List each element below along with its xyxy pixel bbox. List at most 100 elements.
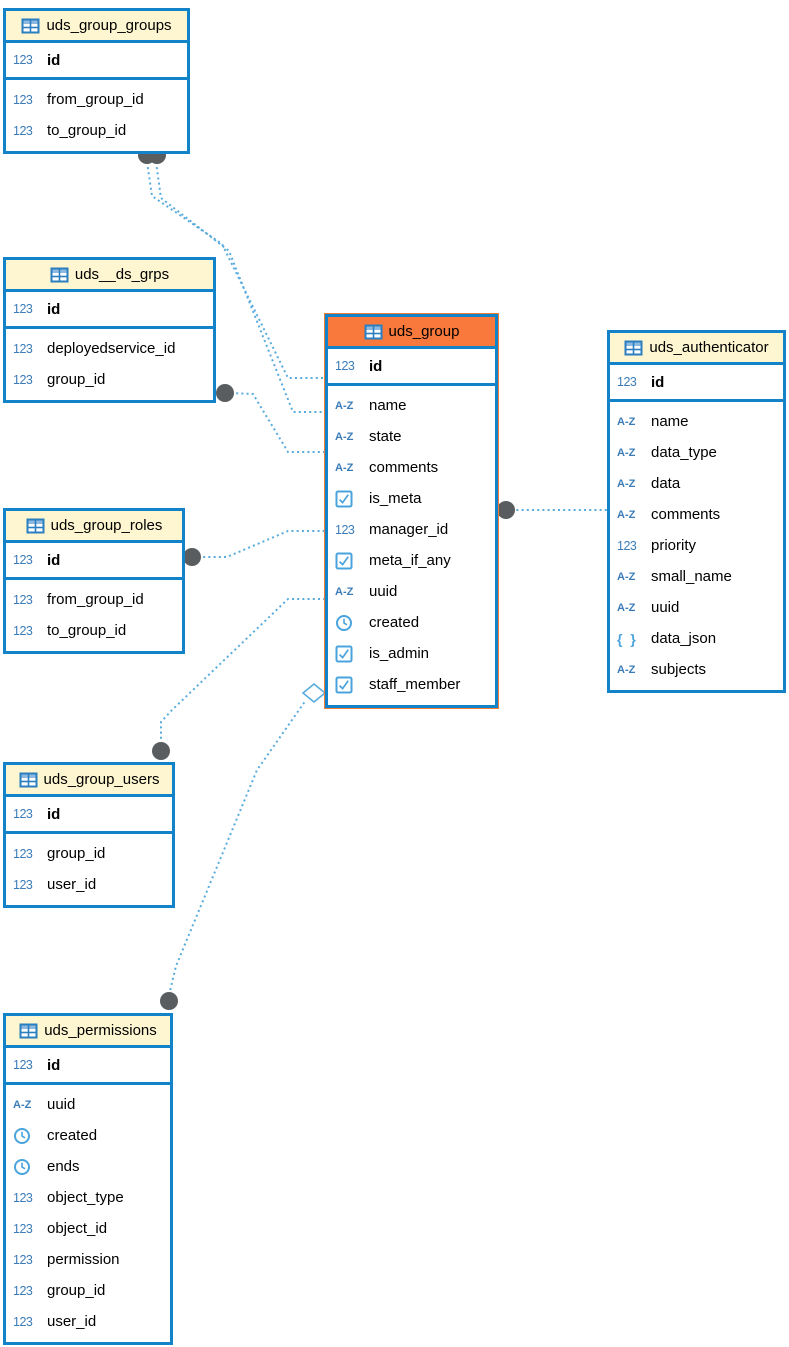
- column-row-id[interactable]: 123 id: [6, 1048, 170, 1082]
- column-name: group_id: [47, 1282, 106, 1299]
- relationship-line[interactable]: [160, 598, 325, 744]
- column-row-to_group_id[interactable]: 123 to_group_id: [6, 115, 187, 146]
- column-row-data_type[interactable]: A-Z data_type: [610, 437, 783, 468]
- column-row-deployedservice_id[interactable]: 123 deployedservice_id: [6, 333, 213, 364]
- column-row-staff_member[interactable]: staff_member: [328, 669, 495, 700]
- int-type-icon: 123: [13, 123, 33, 138]
- column-row-is_meta[interactable]: is_meta: [328, 483, 495, 514]
- table-grid-icon: [364, 324, 383, 339]
- column-row-id[interactable]: 123 id: [6, 797, 172, 831]
- table-grid-icon: [21, 18, 40, 33]
- column-row-id[interactable]: 123 id: [6, 292, 213, 326]
- int-type-icon: 123: [617, 375, 637, 389]
- entity-table-uds_authenticator[interactable]: uds_authenticator 123 id A-Z name A-Z da…: [607, 330, 786, 693]
- column-row-uuid[interactable]: A-Z uuid: [6, 1089, 170, 1120]
- relationship-line[interactable]: [230, 392, 325, 453]
- column-row-user_id[interactable]: 123 user_id: [6, 1306, 170, 1337]
- column-row-name[interactable]: A-Z name: [610, 406, 783, 437]
- entity-table-uds_group_groups[interactable]: uds_group_groups 123 id 123 from_group_i…: [3, 8, 190, 154]
- relationship-uds_group-to-uds_authenticator[interactable]: [497, 501, 607, 519]
- column-row-small_name[interactable]: A-Z small_name: [610, 561, 783, 592]
- column-row-created[interactable]: created: [328, 607, 495, 638]
- datetime-type-icon: [13, 1127, 40, 1145]
- int-type-icon: 123: [13, 92, 33, 107]
- column-row-id[interactable]: 123 id: [6, 43, 187, 77]
- table-header[interactable]: uds_group_users: [6, 765, 172, 797]
- relationship-uds_group_roles-to-uds_group[interactable]: [183, 530, 325, 566]
- text-type-icon: A-Z: [617, 447, 644, 459]
- column-row-state[interactable]: A-Z state: [328, 421, 495, 452]
- datetime-type-icon: [14, 1158, 30, 1175]
- column-name: permission: [47, 1251, 120, 1268]
- relationship-uds_permissions-to-uds_group[interactable]: [160, 682, 327, 1010]
- column-row-subjects[interactable]: A-Z subjects: [610, 654, 783, 685]
- column-row-data[interactable]: A-Z data: [610, 468, 783, 499]
- table-header[interactable]: uds_group_groups: [6, 11, 187, 43]
- column-name: uuid: [47, 1096, 76, 1113]
- table-header[interactable]: uds_authenticator: [610, 333, 783, 365]
- entity-table-uds_group_roles[interactable]: uds_group_roles 123 id 123 from_group_id…: [3, 508, 185, 654]
- entity-table-uds_group[interactable]: uds_group 123 id A-Z name A-Z state A-Z …: [324, 313, 499, 709]
- column-row-comments[interactable]: A-Z comments: [610, 499, 783, 530]
- column-name: priority: [651, 537, 697, 554]
- table-name: uds__ds_grps: [74, 266, 170, 283]
- column-row-manager_id[interactable]: 123 manager_id: [328, 514, 495, 545]
- int-type-icon: 123: [13, 1222, 40, 1236]
- table-name: uds_group_users: [43, 771, 160, 788]
- table-header[interactable]: uds_permissions: [6, 1016, 170, 1048]
- relationship-uds__ds_grps-to-uds_group[interactable]: [216, 384, 325, 453]
- column-row-priority[interactable]: 123 priority: [610, 530, 783, 561]
- column-row-group_id[interactable]: 123 group_id: [6, 838, 172, 869]
- relationship-line[interactable]: [146, 161, 325, 379]
- table-pk-section: 123 id: [328, 349, 495, 386]
- entity-table-uds_permissions[interactable]: uds_permissions 123 id A-Z uuid created …: [3, 1013, 173, 1345]
- text-type-icon: A-Z: [335, 462, 362, 474]
- table-name: uds_authenticator: [649, 339, 769, 356]
- table-header[interactable]: uds_group_roles: [6, 511, 182, 543]
- column-row-permission[interactable]: 123 permission: [6, 1244, 170, 1275]
- relationship-uds_group_users-to-uds_group[interactable]: [152, 598, 325, 760]
- column-row-meta_if_any[interactable]: meta_if_any: [328, 545, 495, 576]
- column-name: uuid: [651, 599, 680, 616]
- relationship-line[interactable]: [198, 530, 325, 558]
- int-type-icon: 123: [13, 1252, 33, 1267]
- column-row-user_id[interactable]: 123 user_id: [6, 869, 172, 900]
- text-type-icon: A-Z: [617, 571, 644, 583]
- int-type-icon: 123: [617, 539, 644, 553]
- column-row-data_json[interactable]: { } data_json: [610, 623, 783, 654]
- column-row-object_id[interactable]: 123 object_id: [6, 1213, 170, 1244]
- column-row-ends[interactable]: ends: [6, 1151, 170, 1182]
- table-columns-section: 123 deployedservice_id 123 group_id: [6, 329, 213, 400]
- column-row-from_group_id[interactable]: 123 from_group_id: [6, 584, 182, 615]
- column-row-is_admin[interactable]: is_admin: [328, 638, 495, 669]
- table-pk-section: 123 id: [6, 1048, 170, 1085]
- column-row-uuid[interactable]: A-Z uuid: [610, 592, 783, 623]
- column-row-id[interactable]: 123 id: [328, 349, 495, 383]
- column-row-name[interactable]: A-Z name: [328, 390, 495, 421]
- column-row-from_group_id[interactable]: 123 from_group_id: [6, 84, 187, 115]
- column-name: is_meta: [369, 490, 422, 507]
- column-row-group_id[interactable]: 123 group_id: [6, 1275, 170, 1306]
- text-type-icon: A-Z: [335, 431, 362, 443]
- column-row-id[interactable]: 123 id: [6, 543, 182, 577]
- column-name: user_id: [47, 876, 97, 893]
- column-name: id: [47, 805, 61, 823]
- table-header[interactable]: uds_group: [328, 317, 495, 349]
- column-row-created[interactable]: created: [6, 1120, 170, 1151]
- column-row-uuid[interactable]: A-Z uuid: [328, 576, 495, 607]
- column-row-group_id[interactable]: 123 group_id: [6, 364, 213, 395]
- entity-table-uds_group_users[interactable]: uds_group_users 123 id 123 group_id 123 …: [3, 762, 175, 908]
- column-name: name: [651, 413, 689, 430]
- column-row-to_group_id[interactable]: 123 to_group_id: [6, 615, 182, 646]
- text-type-icon: A-Z: [617, 416, 644, 428]
- entity-table-uds__ds_grps[interactable]: uds__ds_grps 123 id 123 deployedservice_…: [3, 257, 216, 403]
- column-row-id[interactable]: 123 id: [610, 365, 783, 399]
- column-row-comments[interactable]: A-Z comments: [328, 452, 495, 483]
- column-name: id: [47, 1056, 61, 1074]
- text-type-icon: A-Z: [617, 663, 636, 676]
- relationship-line[interactable]: [168, 699, 307, 996]
- column-row-object_type[interactable]: 123 object_type: [6, 1182, 170, 1213]
- table-header[interactable]: uds__ds_grps: [6, 260, 213, 292]
- column-name: id: [47, 300, 61, 318]
